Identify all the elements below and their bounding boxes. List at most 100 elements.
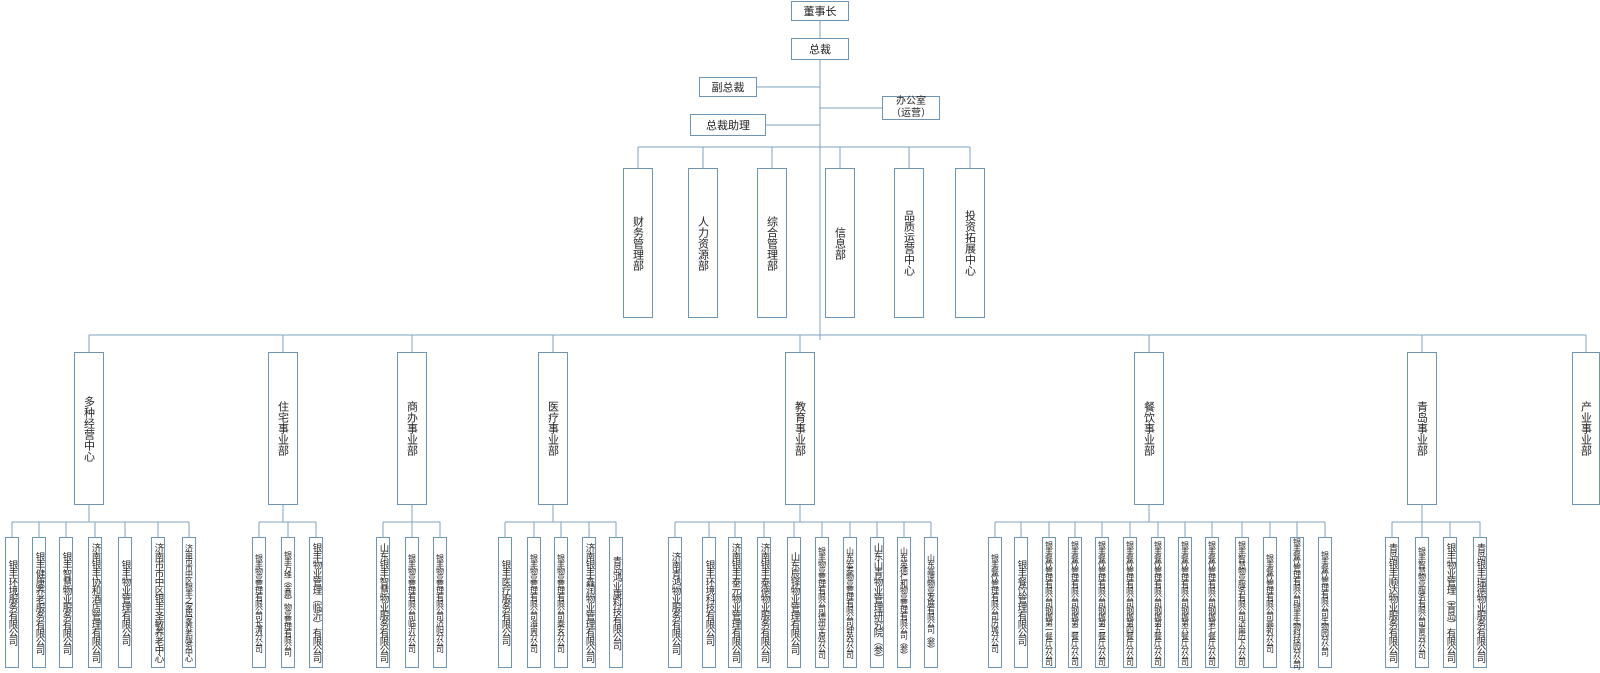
division-box-3-label: 商办事业部 [405, 401, 419, 456]
division-box-7[interactable]: 青岛事业部 [1407, 352, 1437, 505]
subsidiary-box[interactable]: 青岛银丰顺达物业服务有限公司 [1385, 537, 1399, 668]
subsidiary-box[interactable]: 银丰餐饮管理有限公司钢城第三餐厅分公司 [1095, 537, 1109, 668]
subsidiary-box[interactable]: 济南市市中区银丰之家居家养老服务中心 [182, 537, 196, 668]
subsidiary-box[interactable]: 山东宏泰物业管理有限公司钟英分公司 [843, 537, 857, 668]
division-box-3[interactable]: 商办事业部 [397, 352, 427, 505]
subsidiary-box[interactable]: 青岛银丰瑞德物业服务有限公司 [1473, 537, 1487, 668]
division-box-4-label: 医疗事业部 [546, 401, 560, 456]
division-box-2[interactable]: 住宅事业部 [268, 352, 298, 505]
division-box-8-label: 产业事业部 [1579, 401, 1593, 456]
division-box-2-label: 住宅事业部 [276, 401, 290, 456]
subsidiary-box-label: 银丰物业管理有限公司济阳分公司 [435, 553, 445, 652]
subsidiary-box[interactable]: 银丰物业管理（青岛）有限公司 [1443, 537, 1457, 668]
subsidiary-box[interactable]: 银丰物业管理有限公司海南分公司 [527, 537, 541, 668]
subsidiary-box-label: 青岛银丰瑞德物业服务有限公司 [1474, 543, 1486, 662]
subsidiary-box[interactable]: 银丰物业管理有限公司临沂分公司 [405, 537, 419, 668]
subsidiary-box-label: 银丰餐饮管理有限公司钢城第三餐厅分公司 [1097, 540, 1107, 665]
subsidiary-box[interactable]: 济南青鸿物业服务有限公司 [668, 537, 682, 668]
subsidiary-box[interactable]: 银丰餐饮管理有限公司钢城第五餐厅分公司 [1151, 537, 1165, 668]
division-box-1[interactable]: 多种经营中心 [74, 352, 104, 505]
subsidiary-box-label: 银丰环境科技有限公司 [703, 560, 715, 645]
subsidiary-box-label: 银丰物业管理有限公司海南分公司 [529, 553, 539, 652]
subsidiary-box[interactable]: 银丰物业管理有限公司德州平原分公司 [815, 537, 829, 668]
subsidiary-box[interactable]: 山东银丰智慧物业服务有限公司 [376, 537, 390, 668]
department-box-5-label: 品质运营中心 [902, 210, 916, 276]
subsidiary-box[interactable]: 青岛鸿业康科技有限公司 [609, 537, 623, 668]
department-box-3[interactable]: 综合管理部 [757, 168, 787, 318]
division-box-8[interactable]: 产业事业部 [1572, 352, 1600, 505]
department-box-4-label: 信息部 [833, 226, 847, 260]
division-box-4[interactable]: 医疗事业部 [538, 352, 568, 505]
subsidiary-box-label: 山东辰铎物业管理有限公司 [788, 551, 800, 654]
subsidiary-box-label: 济南市市中区银丰之家居家养老服务中心 [184, 544, 194, 661]
subsidiary-box[interactable]: 银丰餐饮管理有限公司钢城第七餐厅分公司 [1205, 537, 1219, 668]
subsidiary-box[interactable]: 银丰餐饮管理有限公司银丰生物科技园分公司 [1290, 537, 1304, 668]
chairman-box[interactable]: 董事长 [791, 1, 849, 21]
subsidiary-box-label: 山东银丰智慧物业服务有限公司 [377, 543, 389, 662]
subsidiary-box-label: 银丰物业管理有限公司 [119, 560, 131, 645]
subsidiary-box-label: 银丰餐饮管理有限公司钢城第六餐厅分公司 [1180, 540, 1190, 665]
subsidiary-box[interactable]: 济南市市中区银丰圣敏养老中心 [151, 537, 165, 668]
subsidiary-box[interactable]: 银丰物业管理有限公司济阳分公司 [433, 537, 447, 668]
subsidiary-box[interactable]: 山东山青物业管理研究院（参） [870, 537, 884, 668]
subsidiary-box[interactable]: 银丰智慧物业服务有限公司青岛分公司 [1415, 537, 1429, 668]
subsidiary-box[interactable]: 银丰餐饮管理有限公司钢城第六餐厅分公司 [1178, 537, 1192, 668]
subsidiary-box-label: 银丰万维（金鼎）物业管理有限公司 [283, 550, 293, 655]
subsidiary-box[interactable]: 银丰物业管理（临沂）有限公司 [309, 537, 323, 668]
subsidiary-box-label: 银丰餐饮管理有限公司钢城第一餐厅分公司 [1044, 540, 1054, 665]
subsidiary-box[interactable]: 银丰智慧物业服务有限公司济南历下分公司 [1235, 537, 1249, 668]
subsidiary-box-label: 银丰餐饮管理有限公司银丰生物科技园分公司 [1292, 537, 1302, 668]
subsidiary-box[interactable]: 银丰餐饮管理有限公司历城分公司 [988, 537, 1002, 668]
division-box-1-label: 多种经营中心 [82, 395, 96, 462]
subsidiary-box-label: 银丰餐饮管理有限公司钢城第二餐厅分公司 [1070, 540, 1080, 665]
subsidiary-box[interactable]: 银丰餐饮管理有限公司生物园分公司 [1318, 537, 1332, 668]
subsidiary-box[interactable]: 济南银丰泰元物业管理有限公司 [728, 537, 742, 668]
subsidiary-box[interactable]: 银丰环境科技有限公司 [702, 537, 716, 668]
assistant-box[interactable]: 总裁助理 [690, 114, 766, 136]
department-box-6[interactable]: 投资拓展中心 [955, 168, 985, 318]
department-box-5[interactable]: 品质运营中心 [894, 168, 924, 318]
vice-president-box[interactable]: 副总裁 [699, 77, 757, 97]
subsidiary-box-label: 银丰健康养老服务有限公司 [33, 551, 45, 654]
subsidiary-box[interactable]: 山东高速物业发展有限公司（参） [924, 537, 938, 668]
office-box[interactable]: 办公室 （运营） [882, 96, 940, 120]
department-box-1-label: 财务管理部 [631, 215, 645, 271]
president-box[interactable]: 总裁 [791, 38, 849, 60]
subsidiary-box[interactable]: 银丰物业管理有限公司 [118, 537, 132, 668]
department-box-4[interactable]: 信息部 [825, 168, 855, 318]
subsidiary-box[interactable]: 银丰万维（金鼎）物业管理有限公司 [281, 537, 295, 668]
subsidiary-box[interactable]: 银丰智慧物业服务有限公司 [59, 537, 73, 668]
subsidiary-box[interactable]: 银丰医疗服务有限公司 [498, 537, 512, 668]
subsidiary-box[interactable]: 济南银丰协和酒店管理有限公司 [88, 537, 102, 668]
subsidiary-box[interactable]: 银丰餐饮管理有限公司钢城第一餐厅分公司 [1042, 537, 1056, 668]
subsidiary-box-label: 青岛鸿业康科技有限公司 [610, 555, 622, 650]
subsidiary-box-label: 银丰物业管理有限公司泰安分公司 [556, 553, 566, 652]
subsidiary-box[interactable]: 银丰物业管理有限公司长清分公司 [252, 537, 266, 668]
subsidiary-box-label: 银丰餐饮管理有限公司钢城第五餐厅分公司 [1153, 540, 1163, 665]
subsidiary-box[interactable]: 银丰餐饮管理有限公司钢城第四餐厅分公司 [1123, 537, 1137, 668]
subsidiary-box[interactable]: 银丰环境服务有限公司 [5, 537, 19, 668]
subsidiary-box-label: 济南银丰协和酒店管理有限公司 [89, 543, 101, 662]
subsidiary-box[interactable]: 山东辰铎物业管理有限公司 [787, 537, 801, 668]
subsidiary-box[interactable]: 山东英德仁和物业管理有限公司（参） [897, 537, 911, 668]
subsidiary-box[interactable]: 银丰餐饮管理有限公司 [1014, 537, 1028, 668]
subsidiary-box[interactable]: 济南银丰泰德物业服务有限公司 [757, 537, 771, 668]
subsidiary-box-label: 济南银丰泰德物业服务有限公司 [758, 543, 770, 662]
subsidiary-box-label: 银丰物业管理有限公司长清分公司 [254, 553, 264, 652]
subsidiary-box[interactable]: 银丰物业管理有限公司泰安分公司 [554, 537, 568, 668]
subsidiary-box[interactable]: 银丰餐饮管理有限公司钢城第二餐厅分公司 [1068, 537, 1082, 668]
department-box-2[interactable]: 人力资源部 [688, 168, 718, 318]
subsidiary-box-label: 济南银丰泰元物业管理有限公司 [729, 543, 741, 662]
subsidiary-box-label: 银丰智慧物业服务有限公司青岛分公司 [1417, 547, 1427, 658]
division-box-6[interactable]: 餐饮事业部 [1134, 352, 1164, 505]
department-box-1[interactable]: 财务管理部 [623, 168, 653, 318]
subsidiary-box-label: 银丰餐饮管理有限公司高新分公司 [1265, 553, 1275, 652]
subsidiary-box[interactable]: 银丰餐饮管理有限公司高新分公司 [1263, 537, 1277, 668]
department-box-2-label: 人力资源部 [696, 215, 710, 271]
division-box-5[interactable]: 教育事业部 [785, 352, 815, 505]
subsidiary-box-label: 山东宏泰物业管理有限公司钟英分公司 [845, 547, 855, 658]
subsidiary-box[interactable]: 银丰健康养老服务有限公司 [32, 537, 46, 668]
division-box-6-label: 餐饮事业部 [1142, 401, 1156, 456]
subsidiary-box[interactable]: 济南银丰鑫润物业管理有限公司 [582, 537, 596, 668]
